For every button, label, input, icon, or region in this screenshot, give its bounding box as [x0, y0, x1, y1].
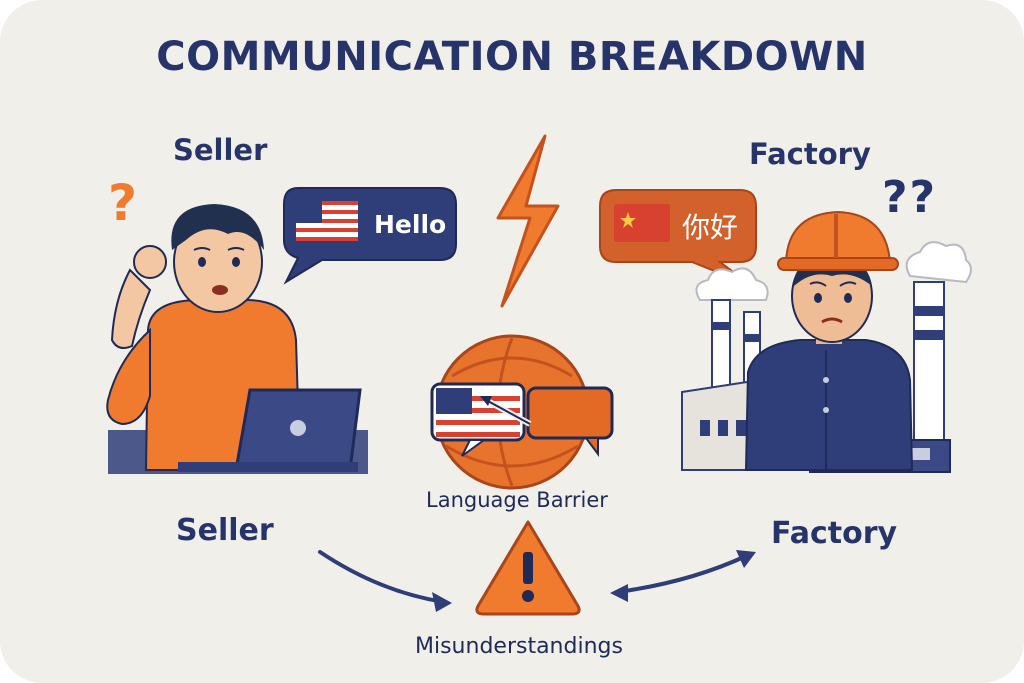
misunderstandings-caption: Misunderstandings: [415, 634, 623, 659]
page-title: COMMUNICATION BREAKDOWN: [156, 34, 868, 80]
factory-label-bottom: Factory: [771, 516, 898, 551]
factory-bubble-text: 你好: [682, 211, 739, 244]
seller-label-top: Seller: [173, 133, 268, 167]
warning-triangle-icon: [475, 520, 581, 616]
language-barrier-emblem: [430, 334, 614, 490]
factory-label-top: Factory: [749, 137, 871, 171]
lightning-bolt-icon: [496, 134, 560, 308]
seller-bubble-text: Hello: [374, 210, 447, 239]
factory-worker-illustration: [744, 249, 914, 471]
factory-question-marks: ??: [882, 172, 938, 223]
us-flag-icon: [296, 201, 358, 241]
laptop-icon: [178, 388, 362, 472]
china-flag-icon: [614, 204, 670, 242]
factory-warning-arrow: [610, 550, 756, 602]
seller-to-warning-arrow: [318, 550, 452, 612]
seller-question-mark: ?: [108, 174, 138, 232]
seller-label-bottom: Seller: [176, 513, 274, 548]
hard-hat-icon: [777, 210, 899, 271]
language-barrier-caption: Language Barrier: [426, 488, 608, 512]
